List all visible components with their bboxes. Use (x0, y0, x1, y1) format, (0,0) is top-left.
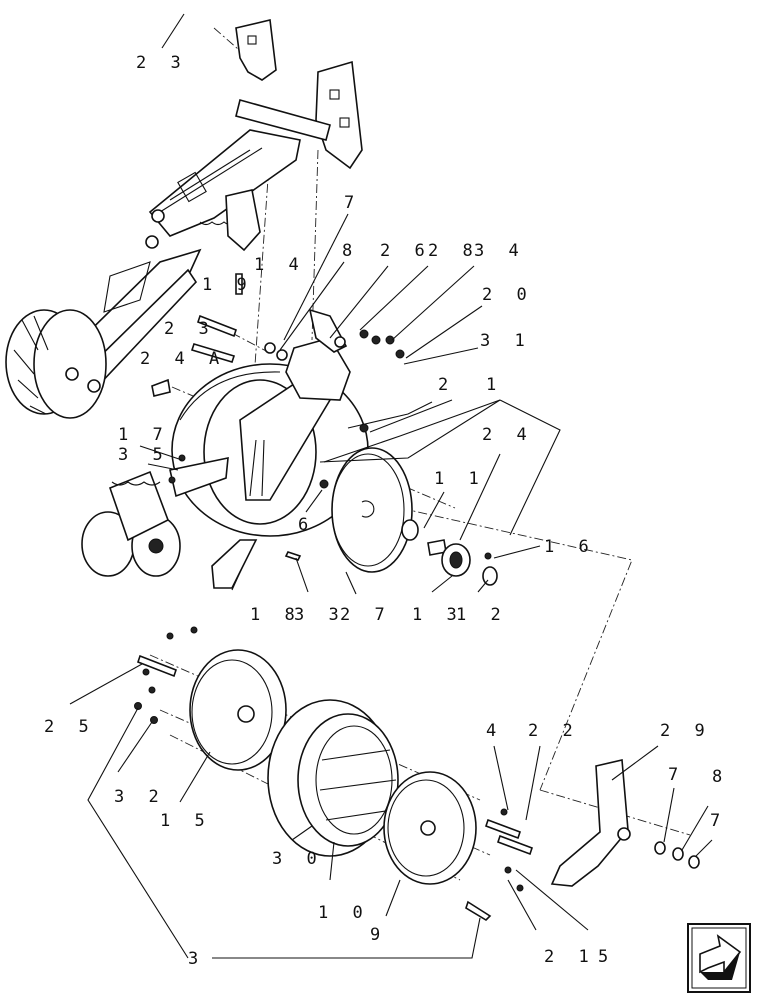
callout-12: 1 2 (456, 605, 508, 625)
callout-25: 2 5 (44, 717, 96, 737)
callout-26: 2 6 (380, 241, 432, 261)
callout-5: 5 (598, 947, 615, 967)
callout-4: 4 (486, 721, 503, 741)
callout-labels: 2 3 7 8 2 6 2 8 3 4 2 0 1 9 1 4 2 3 3 1 … (44, 53, 729, 969)
callout-7-right-lower: 7 (710, 811, 727, 831)
callout-33: 3 3 (294, 605, 346, 625)
callout-8-upper: 8 (342, 241, 359, 261)
callout-21: 2 1 (544, 947, 596, 967)
callout-24: 2 4 (482, 425, 534, 445)
callout-14: 1 4 (254, 255, 306, 275)
callout-22: 2 2 (528, 721, 580, 741)
callout-20: 2 0 (482, 285, 534, 305)
callout-28: 2 8 (428, 241, 480, 261)
callout-18: 1 8 (250, 605, 302, 625)
callout-19: 1 9 (202, 275, 254, 295)
callout-9: 9 (370, 925, 387, 945)
callout-7-right: 7 (668, 765, 685, 785)
callout-35: 3 5 (118, 445, 170, 465)
callout-32: 3 2 (114, 787, 166, 807)
callout-6: 6 (298, 515, 315, 535)
callout-27: 2 7 (340, 605, 392, 625)
callout-24a: 2 4 A (140, 349, 226, 369)
callout-29: 2 9 (660, 721, 712, 741)
disc-opener-assembly (171, 308, 498, 586)
callout-8-right: 8 (712, 767, 729, 787)
callout-30: 3 0 (272, 849, 324, 869)
callout-16: 1 6 (544, 537, 596, 557)
callout-3: 3 (188, 949, 205, 969)
callout-17: 1 7 (118, 425, 170, 445)
callout-10: 1 0 (318, 903, 370, 923)
callout-leaders (69, 13, 713, 959)
callout-34: 3 4 (474, 241, 526, 261)
callout-11: 1 1 (434, 469, 486, 489)
callout-13: 1 3 (412, 605, 464, 625)
callout-23-top: 2 3 (136, 53, 188, 73)
gauge-wheel-assembly (134, 626, 700, 922)
callout-15: 1 5 (160, 811, 212, 831)
callout-7-upper: 7 (344, 193, 361, 213)
front-components (81, 273, 405, 589)
next-page-arrow-icon[interactable] (687, 923, 751, 993)
callout-2: 2 (438, 375, 455, 395)
callout-1: 1 (486, 375, 503, 395)
callout-23-mid: 2 3 (164, 319, 216, 339)
callout-31: 3 1 (480, 331, 532, 351)
frame-assembly (5, 19, 363, 419)
